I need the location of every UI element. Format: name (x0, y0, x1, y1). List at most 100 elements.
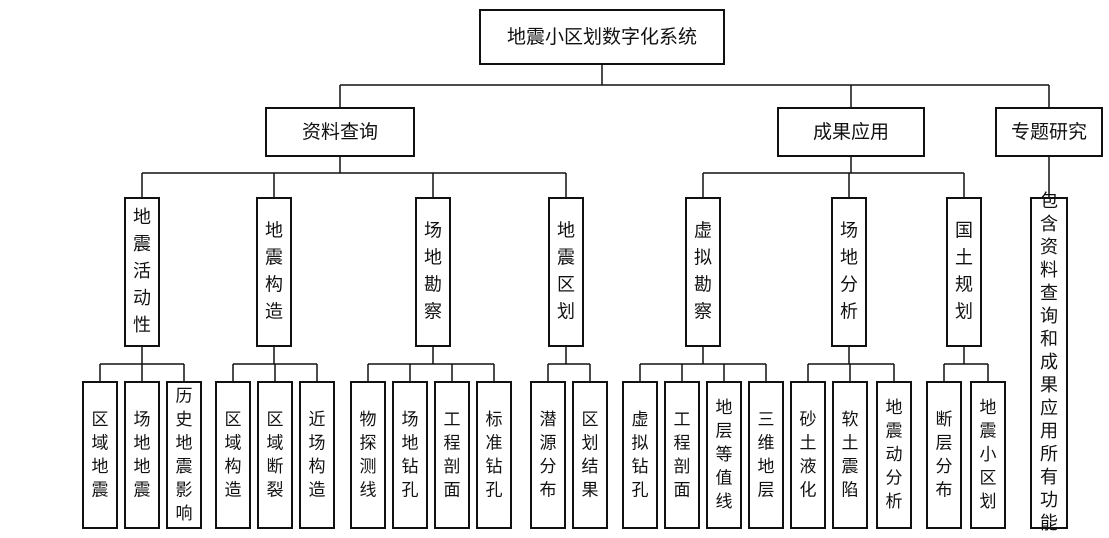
function-node-box (350, 381, 386, 529)
module-node: 虚拟勘察 (685, 197, 721, 347)
description-node-label: 包含资料查询和成果应用所有功能 (1040, 191, 1058, 534)
module-node-box (685, 197, 721, 347)
function-node-label: 虚拟钻孔 (632, 409, 649, 500)
module-node-box (831, 197, 867, 347)
branch-node-label: 资料查询 (302, 121, 378, 143)
branch-node-box (995, 107, 1103, 157)
function-node-box (572, 381, 608, 529)
function-node-label: 工程剖面 (674, 409, 691, 500)
function-node: 砂土液化 (790, 381, 826, 529)
branch-node-label: 专题研究 (1011, 121, 1087, 143)
function-node: 软土震陷 (832, 381, 868, 529)
module-node-label: 场地勘察 (424, 221, 442, 323)
module-node-label: 场地分析 (840, 221, 858, 323)
function-node-box (790, 381, 826, 529)
connector-lines (99, 64, 1050, 382)
function-node-label: 历史地震影响 (176, 386, 193, 524)
function-node-box (748, 381, 784, 529)
module-node-box (256, 197, 292, 347)
function-node-label: 地震动分析 (886, 398, 903, 512)
branch-node: 专题研究 (995, 107, 1103, 157)
module-node: 地震活动性 (124, 197, 160, 347)
function-node-box (299, 381, 335, 529)
function-node-box (926, 381, 962, 529)
function-node-box (876, 381, 912, 529)
module-node-box (124, 197, 160, 347)
description-node-box (1030, 197, 1068, 529)
function-node-box (392, 381, 428, 529)
module-node-box (415, 197, 451, 347)
function-node-label: 区域断裂 (267, 409, 284, 500)
function-node: 标准钻孔 (476, 381, 512, 529)
function-node-label: 区域地震 (92, 409, 109, 500)
function-node-label: 地震小区划 (980, 398, 997, 512)
branch-node-box (265, 107, 415, 157)
function-node-label: 近场构造 (309, 409, 326, 500)
function-node-box (215, 381, 251, 529)
function-node-label: 区划结果 (582, 409, 599, 500)
module-node-label: 地震构造 (265, 221, 283, 323)
function-node-label: 场地钻孔 (402, 409, 419, 500)
function-node-box (82, 381, 118, 529)
function-node-label: 潜源分布 (540, 409, 557, 500)
branch-node: 成果应用 (777, 107, 925, 157)
function-node: 物探测线 (350, 381, 386, 529)
function-node: 工程剖面 (664, 381, 700, 529)
function-node: 地层等值线 (706, 381, 742, 529)
function-node: 近场构造 (299, 381, 335, 529)
function-node-label: 场地地震 (134, 409, 151, 500)
function-node-box (664, 381, 700, 529)
function-node-label: 标准钻孔 (486, 409, 503, 500)
function-node: 区域构造 (215, 381, 251, 529)
function-node: 场地钻孔 (392, 381, 428, 529)
module-node-box (946, 197, 982, 347)
root-node: 地震小区划数字化系统 (479, 9, 725, 65)
module-node: 地震区划 (548, 197, 584, 347)
function-node-box (832, 381, 868, 529)
function-node: 区划结果 (572, 381, 608, 529)
function-node-box (476, 381, 512, 529)
function-node: 地震小区划 (970, 381, 1006, 529)
function-node: 场地地震 (124, 381, 160, 529)
function-node: 区域地震 (82, 381, 118, 529)
function-node-box (970, 381, 1006, 529)
function-node: 断层分布 (926, 381, 962, 529)
function-node: 地震动分析 (876, 381, 912, 529)
function-node-box (257, 381, 293, 529)
branch-node-label: 成果应用 (813, 121, 889, 143)
module-node: 场地勘察 (415, 197, 451, 347)
function-node-label: 软土震陷 (842, 409, 859, 500)
function-node: 潜源分布 (530, 381, 566, 529)
module-node-label: 国土规划 (955, 221, 973, 323)
function-node-label: 砂土液化 (800, 409, 817, 500)
function-node: 历史地震影响 (166, 381, 202, 529)
function-node: 虚拟钻孔 (622, 381, 658, 529)
branch-node: 资料查询 (265, 107, 415, 157)
function-node-label: 断层分布 (936, 409, 953, 500)
module-node: 场地分析 (831, 197, 867, 347)
function-node-box (530, 381, 566, 529)
function-node-label: 地层等值线 (716, 398, 733, 512)
function-node-label: 区域构造 (225, 409, 242, 500)
module-node-label: 地震活动性 (133, 207, 151, 336)
function-node-label: 三维地层 (758, 409, 775, 500)
function-node-box (706, 381, 742, 529)
function-node-label: 物探测线 (360, 409, 377, 500)
function-node: 区域断裂 (257, 381, 293, 529)
branch-node-box (777, 107, 925, 157)
function-node: 工程剖面 (434, 381, 470, 529)
function-node: 三维地层 (748, 381, 784, 529)
module-node-label: 虚拟勘察 (694, 221, 712, 323)
description-node: 包含资料查询和成果应用所有功能 (1030, 191, 1068, 534)
function-node-box (124, 381, 160, 529)
function-node-box (434, 381, 470, 529)
function-node-box (166, 381, 202, 529)
module-node: 国土规划 (946, 197, 982, 347)
module-node-label: 地震区划 (557, 221, 575, 323)
root-node-box (479, 9, 725, 65)
function-node-box (622, 381, 658, 529)
module-node: 地震构造 (256, 197, 292, 347)
module-node-box (548, 197, 584, 347)
